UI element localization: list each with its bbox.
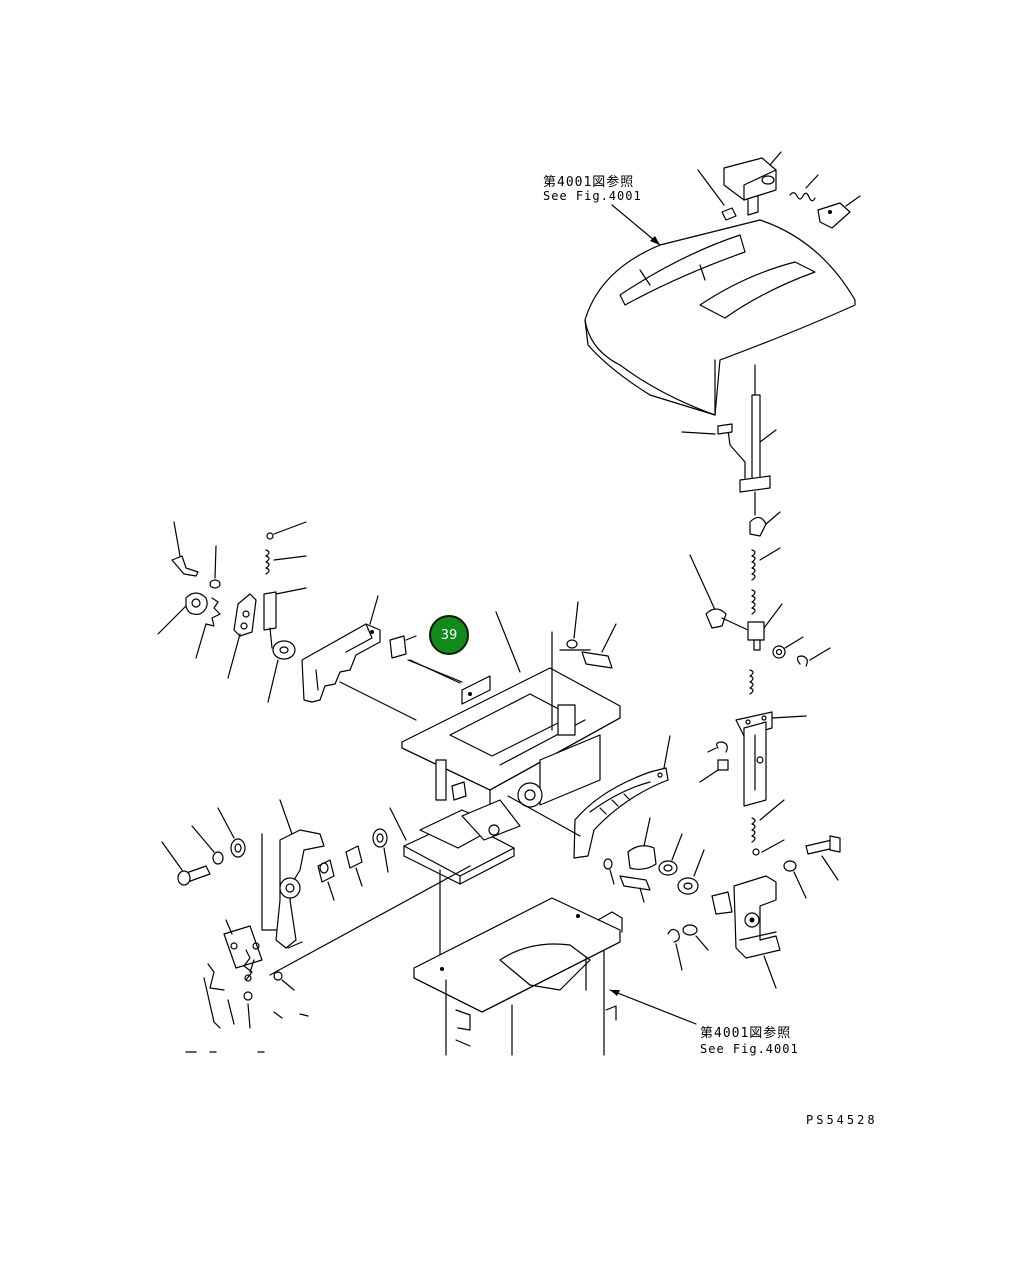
console-cover — [584, 219, 856, 416]
curved-lever — [573, 767, 669, 859]
drawing-code: PS54528 — [806, 1113, 878, 1127]
ratchet-sector — [301, 623, 381, 703]
shift-rod — [717, 364, 771, 493]
reference-label-top-jp: 第4001図参照 — [543, 175, 635, 190]
reference-label-bottom-en[interactable]: See Fig.4001 — [700, 1042, 799, 1056]
reference-label-bottom-jp: 第4001図参照 — [700, 1026, 792, 1041]
lever-bracket — [735, 711, 773, 807]
shift-knob — [723, 157, 777, 216]
main-bracket — [401, 631, 621, 808]
reference-label-top-en[interactable]: See Fig.4001 — [543, 189, 642, 203]
shift-block — [733, 875, 781, 959]
detent-lever — [275, 829, 325, 949]
part-callout-number: 39 — [440, 627, 458, 643]
slide-plates — [403, 781, 521, 885]
part-callout-badge[interactable]: 39 — [429, 615, 469, 655]
console-stand — [413, 897, 623, 1056]
